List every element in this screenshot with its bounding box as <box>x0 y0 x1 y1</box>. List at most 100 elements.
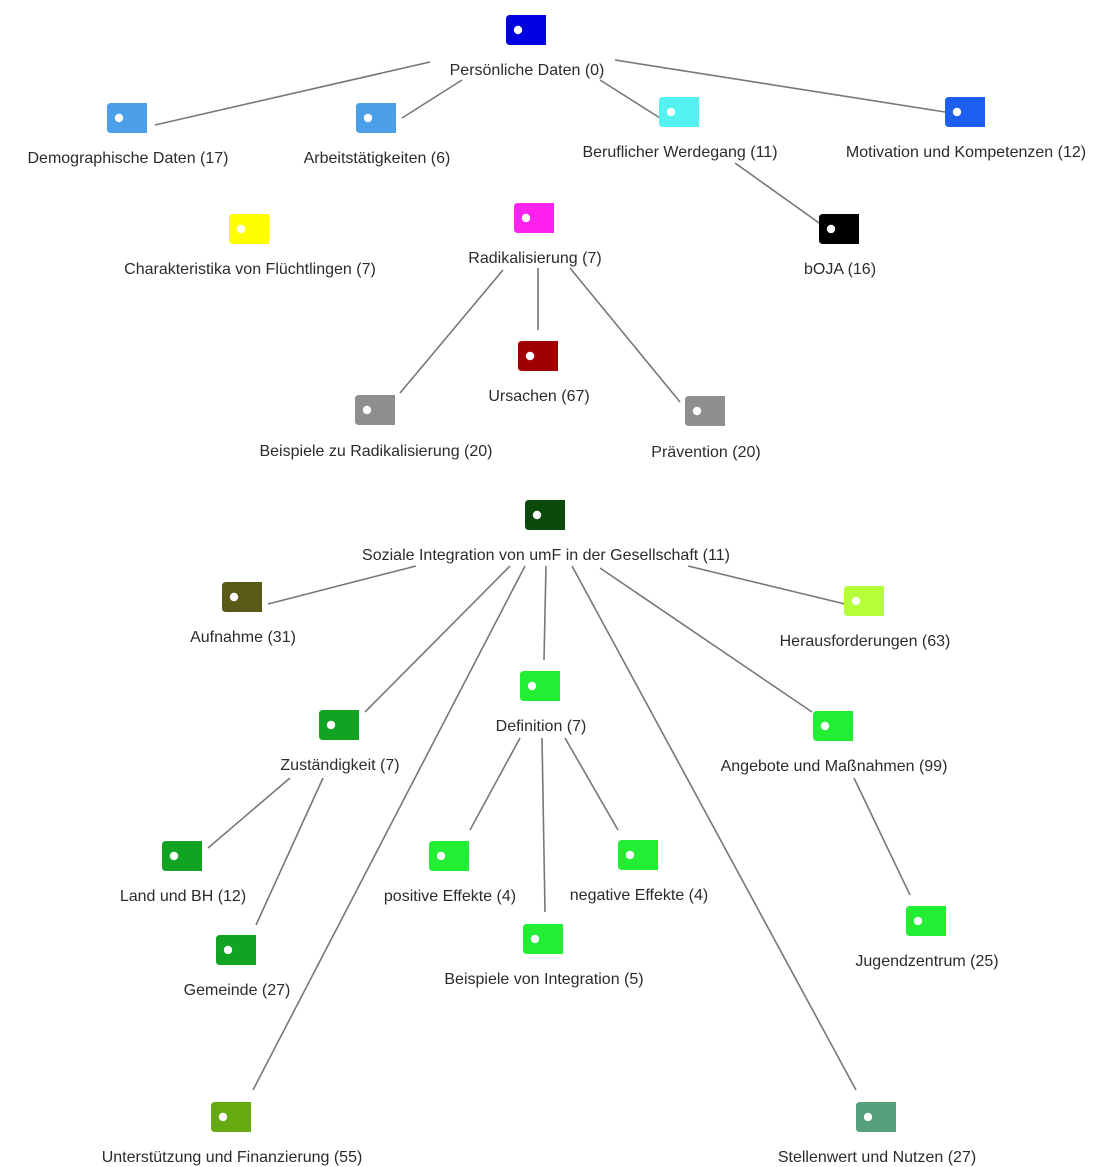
code-node-definition[interactable]: Definition (7) <box>496 671 587 735</box>
code-label: Demographische Daten (17) <box>28 150 229 167</box>
edge-soziale-unterstuetzung <box>252 565 526 1091</box>
code-label: Beispiele von Integration (5) <box>444 971 643 988</box>
code-node-zustaendigkeit[interactable]: Zuständigkeit (7) <box>280 710 400 774</box>
tag-hole-icon <box>236 224 246 234</box>
code-node-gemeinde[interactable]: Gemeinde (27) <box>184 935 291 999</box>
tag-icon <box>844 586 885 616</box>
code-label: Jugendzentrum (25) <box>855 953 998 970</box>
tag-hole-icon <box>525 351 535 361</box>
edge-zustaendigkeit-gemeinde <box>255 777 324 926</box>
edge-persoenliche-demographisch <box>154 61 431 126</box>
edge-soziale-definition <box>543 565 547 661</box>
code-node-praevention[interactable]: Prävention (20) <box>651 396 761 461</box>
tag-icon <box>506 15 547 45</box>
tag-icon <box>813 711 854 741</box>
tag-icon <box>211 1102 252 1132</box>
tag-hole-icon <box>436 851 446 861</box>
code-node-ursachen[interactable]: Ursachen (67) <box>488 341 590 405</box>
code-node-soziale[interactable]: Soziale Integration von umF in der Gesel… <box>362 500 730 564</box>
tag-icon <box>906 906 947 936</box>
code-node-negative[interactable]: negative Effekte (4) <box>570 840 708 904</box>
code-label: positive Effekte (4) <box>384 888 516 905</box>
code-node-herausforderungen[interactable]: Herausforderungen (63) <box>780 586 951 650</box>
code-node-persoenliche[interactable]: Persönliche Daten (0) <box>450 15 605 79</box>
code-node-arbeit[interactable]: Arbeitstätigkeiten (6) <box>304 103 451 167</box>
code-label: Arbeitstätigkeiten (6) <box>304 150 451 167</box>
tag-hole-icon <box>826 224 836 234</box>
code-node-motivation[interactable]: Motivation und Kompetenzen (12) <box>846 97 1086 161</box>
tag-hole-icon <box>521 213 531 223</box>
code-node-werdegang[interactable]: Beruflicher Werdegang (11) <box>582 97 778 161</box>
code-node-angebote[interactable]: Angebote und Maßnahmen (99) <box>721 711 948 775</box>
tag-icon <box>216 935 257 965</box>
code-node-aufnahme[interactable]: Aufnahme (31) <box>190 582 296 646</box>
code-node-boja[interactable]: bOJA (16) <box>804 214 876 278</box>
code-label: Zuständigkeit (7) <box>280 757 399 774</box>
edge-soziale-stellenwert <box>571 565 857 1091</box>
tag-icon <box>518 341 559 371</box>
code-label: Beruflicher Werdegang (11) <box>582 144 777 161</box>
code-node-fluechtlinge[interactable]: Charakteristika von Flüchtlingen (7) <box>124 214 376 278</box>
code-label: Beispiele zu Radikalisierung (20) <box>259 443 492 460</box>
code-node-beispiele_integration[interactable]: Beispiele von Integration (5) <box>444 924 644 988</box>
code-label: Angebote und Maßnahmen (99) <box>721 758 948 775</box>
code-node-demographisch[interactable]: Demographische Daten (17) <box>28 103 229 167</box>
code-label: Land und BH (12) <box>120 888 246 905</box>
code-label: Charakteristika von Flüchtlingen (7) <box>124 261 376 278</box>
code-node-positive[interactable]: positive Effekte (4) <box>384 841 516 905</box>
code-node-jugendzentrum[interactable]: Jugendzentrum (25) <box>855 906 999 970</box>
edge-werdegang-boja <box>734 162 823 226</box>
tag-hole-icon <box>625 850 635 860</box>
tag-icon <box>107 103 148 133</box>
code-label: Motivation und Kompetenzen (12) <box>846 144 1086 161</box>
edge-definition-negative <box>564 737 619 831</box>
edge-radikal-beispiele_radikal <box>399 269 504 394</box>
node-layer: Persönliche Daten (0) Demographische Date… <box>28 15 1086 1166</box>
edge-persoenliche-motivation <box>614 59 946 113</box>
edge-soziale-aufnahme <box>267 565 417 605</box>
code-label: Definition (7) <box>496 718 587 735</box>
tag-hole-icon <box>229 592 239 602</box>
code-label: Persönliche Daten (0) <box>450 62 605 79</box>
tag-hole-icon <box>952 107 962 117</box>
tag-hole-icon <box>851 596 861 606</box>
tag-icon <box>514 203 555 233</box>
tag-icon <box>525 500 566 530</box>
code-label: Unterstützung und Finanzierung (55) <box>102 1149 363 1166</box>
code-label: Gemeinde (27) <box>184 982 291 999</box>
tag-icon <box>945 97 986 127</box>
edge-soziale-angebote <box>599 567 813 713</box>
code-label: Ursachen (67) <box>488 388 589 405</box>
tag-hole-icon <box>169 851 179 861</box>
edge-radikal-praevention <box>569 267 681 403</box>
code-node-radikal[interactable]: Radikalisierung (7) <box>468 203 602 267</box>
tag-hole-icon <box>530 934 540 944</box>
code-node-stellenwert[interactable]: Stellenwert und Nutzen (27) <box>778 1102 976 1166</box>
code-label: negative Effekte (4) <box>570 887 708 904</box>
tag-hole-icon <box>666 107 676 117</box>
tag-icon <box>520 671 561 701</box>
tag-icon <box>685 396 726 426</box>
tag-hole-icon <box>218 1112 228 1122</box>
code-node-unterstuetzung[interactable]: Unterstützung und Finanzierung (55) <box>102 1102 363 1166</box>
tag-hole-icon <box>513 25 523 35</box>
tag-hole-icon <box>363 113 373 123</box>
tag-hole-icon <box>362 405 372 415</box>
edge-definition-positive <box>469 737 521 831</box>
edge-persoenliche-arbeit <box>401 79 463 119</box>
tag-hole-icon <box>863 1112 873 1122</box>
code-label: Stellenwert und Nutzen (27) <box>778 1149 976 1166</box>
tag-hole-icon <box>532 510 542 520</box>
edge-soziale-zustaendigkeit <box>364 565 511 713</box>
tag-icon <box>319 710 360 740</box>
tag-hole-icon <box>527 681 537 691</box>
edge-angebote-jugendzentrum <box>853 777 911 896</box>
tag-hole-icon <box>913 916 923 926</box>
edge-soziale-herausforderungen <box>687 565 846 605</box>
tag-icon <box>659 97 700 127</box>
code-node-beispiele_radikal[interactable]: Beispiele zu Radikalisierung (20) <box>259 395 493 460</box>
tag-icon <box>618 840 659 870</box>
code-node-land[interactable]: Land und BH (12) <box>120 841 246 905</box>
tag-icon <box>229 214 270 244</box>
